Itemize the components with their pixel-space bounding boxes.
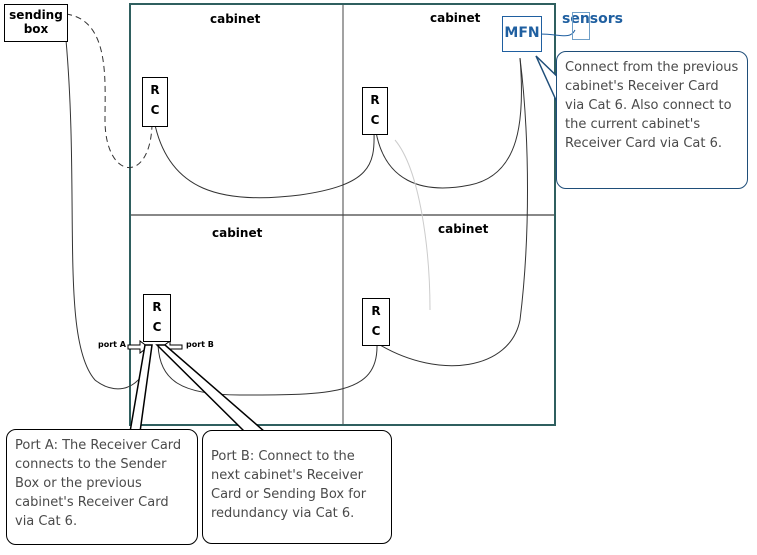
receiver-card-r: R bbox=[370, 93, 380, 107]
cabinet-label-bottom-left: cabinet bbox=[212, 226, 263, 240]
receiver-card-r: R bbox=[371, 304, 381, 318]
sensors-label: sensors bbox=[562, 11, 623, 27]
cabinet-label-top-right: cabinet bbox=[430, 11, 481, 25]
cabinet-frame bbox=[129, 3, 556, 426]
receiver-card-c: C bbox=[150, 103, 160, 117]
cabinet-label-bottom-right: cabinet bbox=[438, 222, 489, 236]
receiver-card-c: C bbox=[152, 320, 162, 334]
receiver-card-top-right: R C bbox=[362, 87, 388, 135]
callout-port-a-pointer bbox=[129, 344, 153, 433]
cable-rc-port-b-to-rc-bottom-right bbox=[157, 344, 378, 396]
cable-faint bbox=[394, 139, 431, 311]
port-a-label: port A bbox=[98, 340, 126, 349]
cable-rc-to-mfn bbox=[375, 57, 522, 189]
callout-port-a: Port A: The Receiver Card connects to th… bbox=[6, 429, 198, 545]
receiver-card-r: R bbox=[150, 83, 160, 97]
cable-mfn-to-rc-bottom-right bbox=[379, 57, 528, 367]
callout-port-b-pointer bbox=[155, 344, 268, 433]
receiver-card-c: C bbox=[371, 324, 381, 338]
receiver-card-top-left: R C bbox=[142, 77, 168, 127]
cabinet-label-top-left: cabinet bbox=[210, 12, 261, 26]
callout-mfn: Connect from the previous cabinet's Rece… bbox=[556, 51, 748, 189]
receiver-card-bottom-left: R C bbox=[143, 294, 171, 342]
mfn-box: MFN bbox=[502, 16, 542, 52]
cable-sendbox-redundant bbox=[65, 13, 153, 169]
sensors-box bbox=[572, 12, 590, 40]
receiver-card-c: C bbox=[370, 113, 380, 127]
cable-rc-top-left-to-top-right bbox=[154, 124, 375, 199]
cable-mfn-to-sensors bbox=[539, 29, 576, 37]
receiver-card-r: R bbox=[152, 300, 162, 314]
cable-sendbox-to-rc-port-a bbox=[65, 39, 151, 390]
sending-box: sending box bbox=[4, 4, 68, 42]
sending-box-label: sending box bbox=[9, 8, 63, 36]
callout-port-b: Port B: Connect to the next cabinet's Re… bbox=[202, 430, 392, 544]
port-b-label: port B bbox=[186, 340, 214, 349]
receiver-card-bottom-right: R C bbox=[362, 298, 390, 346]
